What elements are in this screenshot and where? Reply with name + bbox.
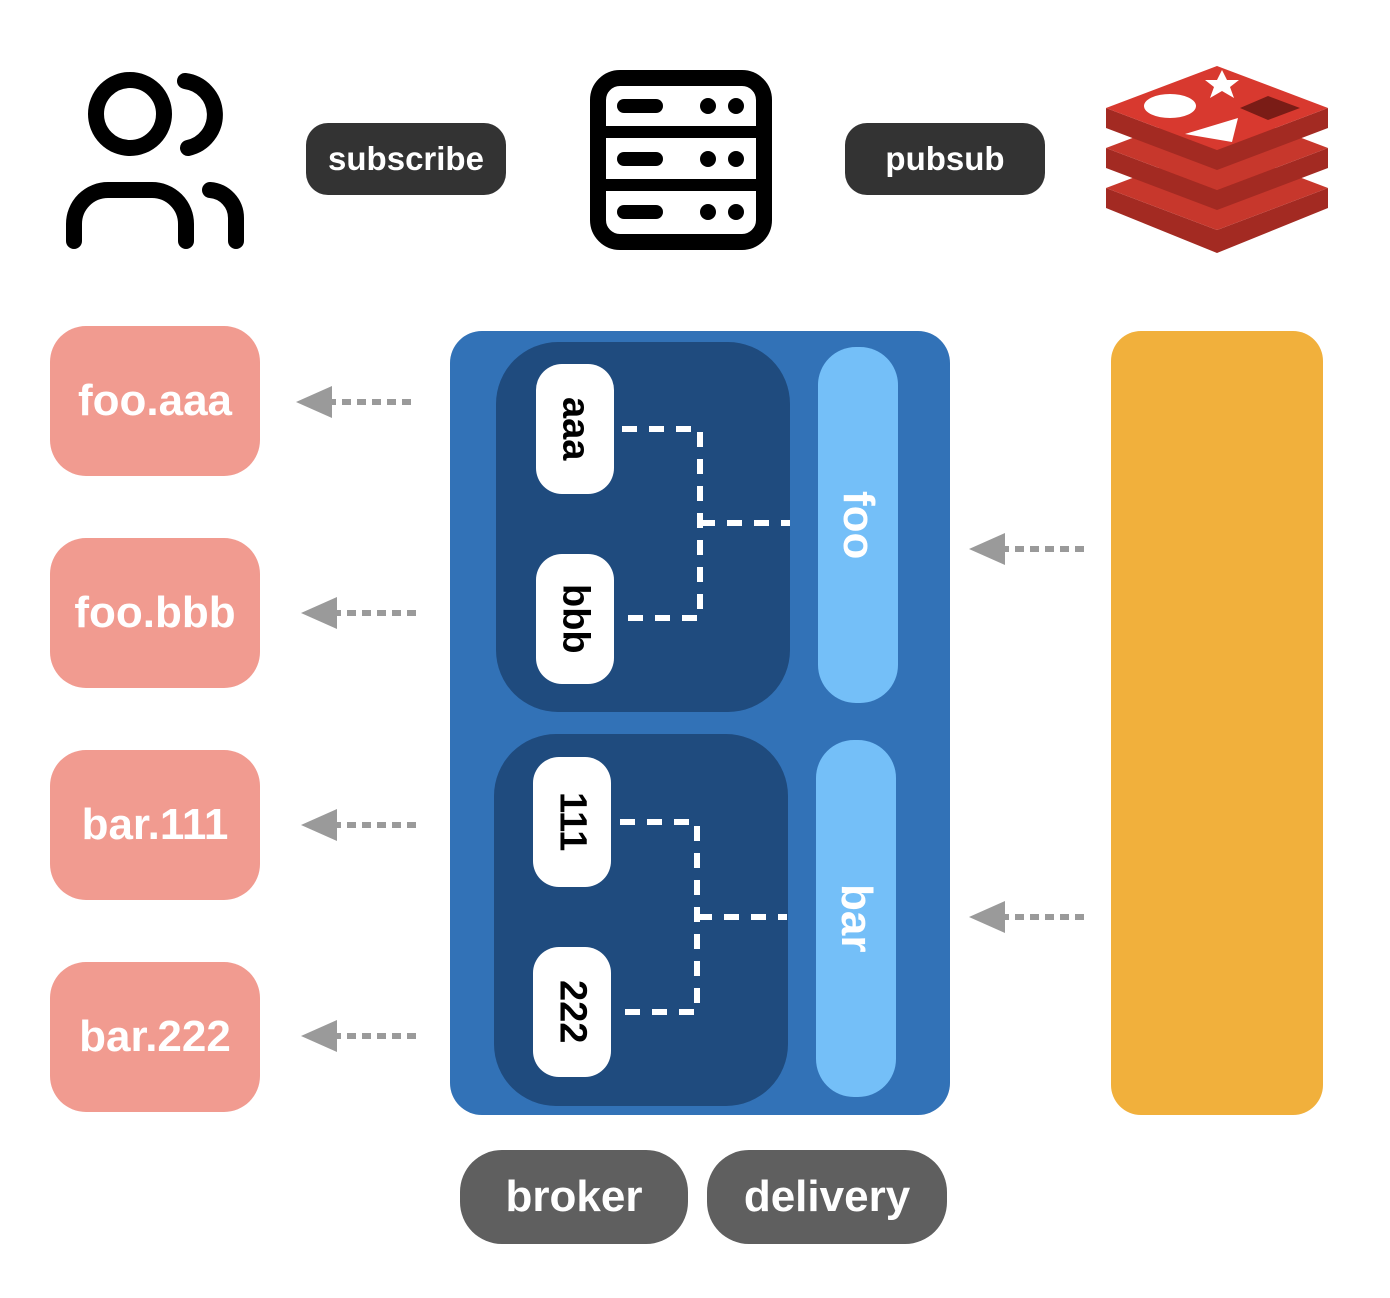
subscriber-box-foo-bbb: foo.bbb [50,538,260,688]
channel-aaa: aaa [536,364,614,494]
subscriber-box-bar-222: bar.222 [50,962,260,1112]
channel-label: 111 [551,792,594,852]
delivery-label: delivery [707,1150,947,1244]
delivery-arrow-foo-aaa [296,386,411,418]
redis-store-bar [1111,331,1323,1115]
subscriber-box-foo-aaa: foo.aaa [50,326,260,476]
subscribe-label: subscribe [306,123,506,195]
redis-logo [1106,66,1328,253]
topic-label: bar [832,884,881,953]
publish-arrow-bar [969,901,1084,933]
subscriber-box-bar-111: bar.111 [50,750,260,900]
users-icon [66,72,245,249]
delivery-arrow-bar-222 [301,1020,416,1052]
channel-connector-foo [622,426,790,621]
delivery-arrow-bar-111 [301,809,416,841]
channel-bbb: bbb [536,554,614,684]
publish-arrow-foo [969,533,1084,565]
broker-label: broker [460,1150,688,1244]
topic-label: foo [834,490,883,560]
channel-label: bbb [554,584,597,654]
pubsub-label: pubsub [845,123,1045,195]
server-icon [590,70,772,250]
topic-bar: bar [816,740,896,1097]
channel-222: 222 [533,947,611,1077]
delivery-arrow-foo-bbb [301,597,416,629]
channel-connector-bar [620,819,787,1015]
channel-label: 222 [551,980,594,1044]
topic-foo: foo [818,347,898,703]
channel-label: aaa [554,397,597,461]
broker-container: foo bar aaa bbb 111 222 [450,331,950,1115]
channel-111: 111 [533,757,611,887]
